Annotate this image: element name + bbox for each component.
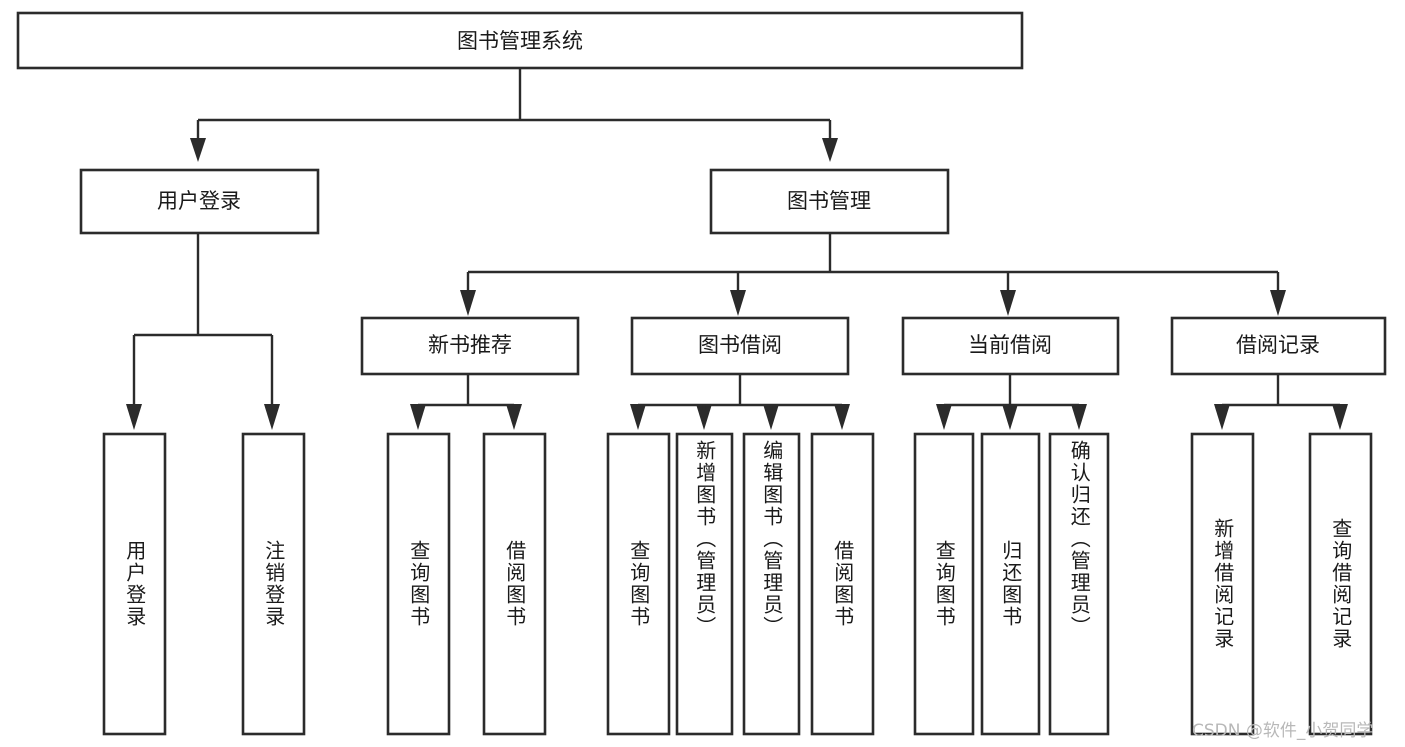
leaf-box-borrow-record-2[interactable] — [1308, 432, 1373, 736]
node-root-label: 图书管理系统 — [457, 29, 583, 53]
leaf-box-borrow-record-1[interactable] — [1190, 432, 1255, 736]
node-root[interactable]: 图书管理系统 — [16, 11, 1024, 70]
connector-group-root — [190, 68, 838, 162]
arrow-bb-leaf1 — [630, 404, 646, 430]
leaf-box-new-book-2[interactable] — [482, 432, 547, 736]
node-user-login-label: 用户登录 — [157, 189, 241, 213]
node-book-management[interactable]: 图书管理 — [709, 168, 950, 235]
arrow-to-book-borrow — [730, 290, 746, 316]
arrow-cb-leaf2 — [1002, 404, 1018, 430]
connector-group-book-borrow — [630, 374, 850, 430]
arrow-user-login-leaf2 — [264, 404, 280, 430]
arrow-to-user-login — [190, 138, 206, 162]
watermark-text: CSDN @软件_小贺同学 — [1192, 721, 1374, 741]
arrow-bb-leaf2 — [696, 404, 712, 430]
connector-group-book-mgmt — [460, 233, 1286, 316]
arrow-bb-leaf3 — [763, 404, 779, 430]
leaf-box-book-borrow-2[interactable] — [675, 432, 734, 736]
leaf-box-user-login-1[interactable] — [102, 432, 167, 736]
connector-group-current-borrow — [936, 374, 1087, 430]
connector-group-user-login — [126, 233, 280, 430]
node-borrow-record[interactable]: 借阅记录 — [1170, 316, 1387, 376]
node-current-borrow-label: 当前借阅 — [968, 333, 1052, 357]
node-book-borrow-label: 图书借阅 — [698, 333, 782, 357]
node-book-borrow-box[interactable] — [630, 316, 850, 376]
arrow-to-borrow-record — [1270, 290, 1286, 316]
arrow-nb-leaf2 — [506, 404, 522, 430]
leaf-box-user-login-2[interactable] — [241, 432, 306, 736]
node-new-book-recommend-box[interactable] — [360, 316, 580, 376]
node-current-borrow[interactable]: 当前借阅 — [901, 316, 1120, 376]
node-new-book-recommend[interactable]: 新书推荐 — [360, 316, 580, 376]
leaf-box-current-borrow-2[interactable] — [980, 432, 1041, 736]
arrow-user-login-leaf1 — [126, 404, 142, 430]
arrow-to-book-mgmt — [822, 138, 838, 162]
node-new-book-recommend-label: 新书推荐 — [428, 333, 512, 357]
arrow-br-leaf2 — [1332, 404, 1348, 430]
arrow-to-new-book — [460, 290, 476, 316]
node-user-login-box[interactable] — [79, 168, 320, 235]
arrow-to-current-borrow — [1000, 290, 1016, 316]
leaf-box-book-borrow-1[interactable] — [606, 432, 671, 736]
leaf-box-new-book-1[interactable] — [386, 432, 451, 736]
node-user-login[interactable]: 用户登录 — [79, 168, 320, 235]
arrow-nb-leaf1 — [410, 404, 426, 430]
arrow-cb-leaf3 — [1071, 404, 1087, 430]
arrow-bb-leaf4 — [834, 404, 850, 430]
node-book-borrow[interactable]: 图书借阅 — [630, 316, 850, 376]
leaf-box-book-borrow-3[interactable] — [742, 432, 801, 736]
leaf-box-current-borrow-3[interactable] — [1048, 432, 1110, 736]
node-book-management-label: 图书管理 — [787, 189, 871, 213]
leaf-box-book-borrow-4[interactable] — [810, 432, 875, 736]
node-borrow-record-box[interactable] — [1170, 316, 1387, 376]
connector-group-new-book — [410, 374, 522, 430]
node-current-borrow-box[interactable] — [901, 316, 1120, 376]
arrow-cb-leaf1 — [936, 404, 952, 430]
node-borrow-record-label: 借阅记录 — [1236, 333, 1320, 357]
leaf-box-current-borrow-1[interactable] — [913, 432, 975, 736]
node-book-management-box[interactable] — [709, 168, 950, 235]
arrow-br-leaf1 — [1214, 404, 1230, 430]
connector-group-borrow-record — [1214, 374, 1348, 430]
node-root-box[interactable] — [16, 11, 1024, 70]
